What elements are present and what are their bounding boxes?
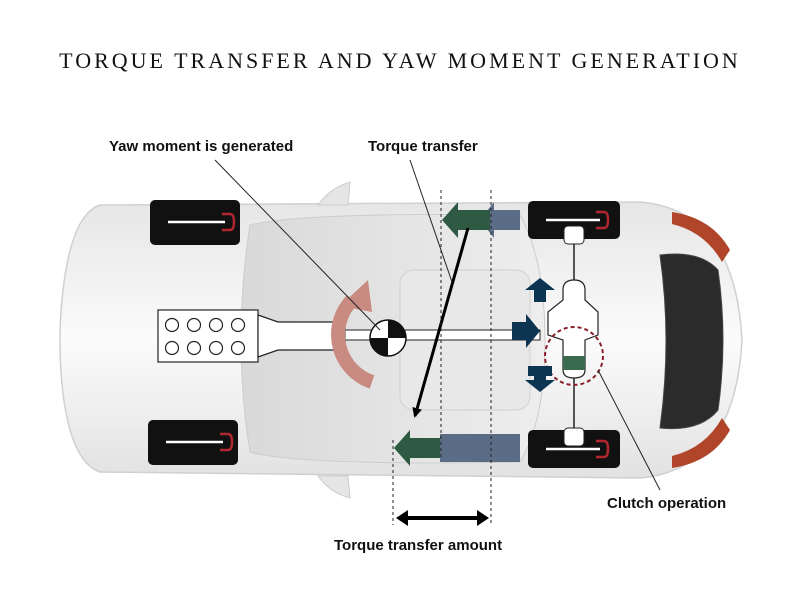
guide-lines — [392, 190, 492, 525]
front-left-tire — [150, 200, 240, 245]
label-torque-transfer-amount: Torque transfer amount — [334, 537, 503, 554]
tail-light — [672, 212, 730, 262]
slate-bar-bottom — [458, 434, 520, 462]
torque-arrows — [512, 278, 555, 392]
yaw-arc-arrow — [331, 280, 375, 389]
transfer-amount-double-arrow — [396, 510, 489, 526]
green-arrow-top — [442, 202, 490, 238]
tail-light — [672, 418, 730, 468]
label-clutch-operation: Clutch operation — [607, 495, 727, 512]
top-wheel-arrows — [442, 202, 520, 238]
bottom-wheel-arrows — [394, 430, 520, 466]
diagram-title: TORQUE TRANSFER AND YAW MOMENT GENERATIO… — [59, 48, 741, 73]
leader-lines — [214, 159, 661, 491]
shaft-torque-arrow — [512, 314, 540, 348]
rear-left-tire — [528, 201, 620, 239]
label-yaw-moment: Yaw moment is generated — [109, 138, 294, 155]
rear-right-tire — [528, 430, 620, 468]
upward-torque-arrow — [525, 278, 555, 302]
green-arrow-bottom — [394, 430, 440, 466]
front-right-tire — [148, 420, 238, 465]
rear-axle — [547, 225, 599, 447]
label-torque-transfer: Torque transfer — [368, 138, 478, 155]
clutch-indicator — [544, 326, 604, 386]
engine-block — [157, 309, 346, 363]
downward-torque-arrow — [525, 366, 555, 392]
